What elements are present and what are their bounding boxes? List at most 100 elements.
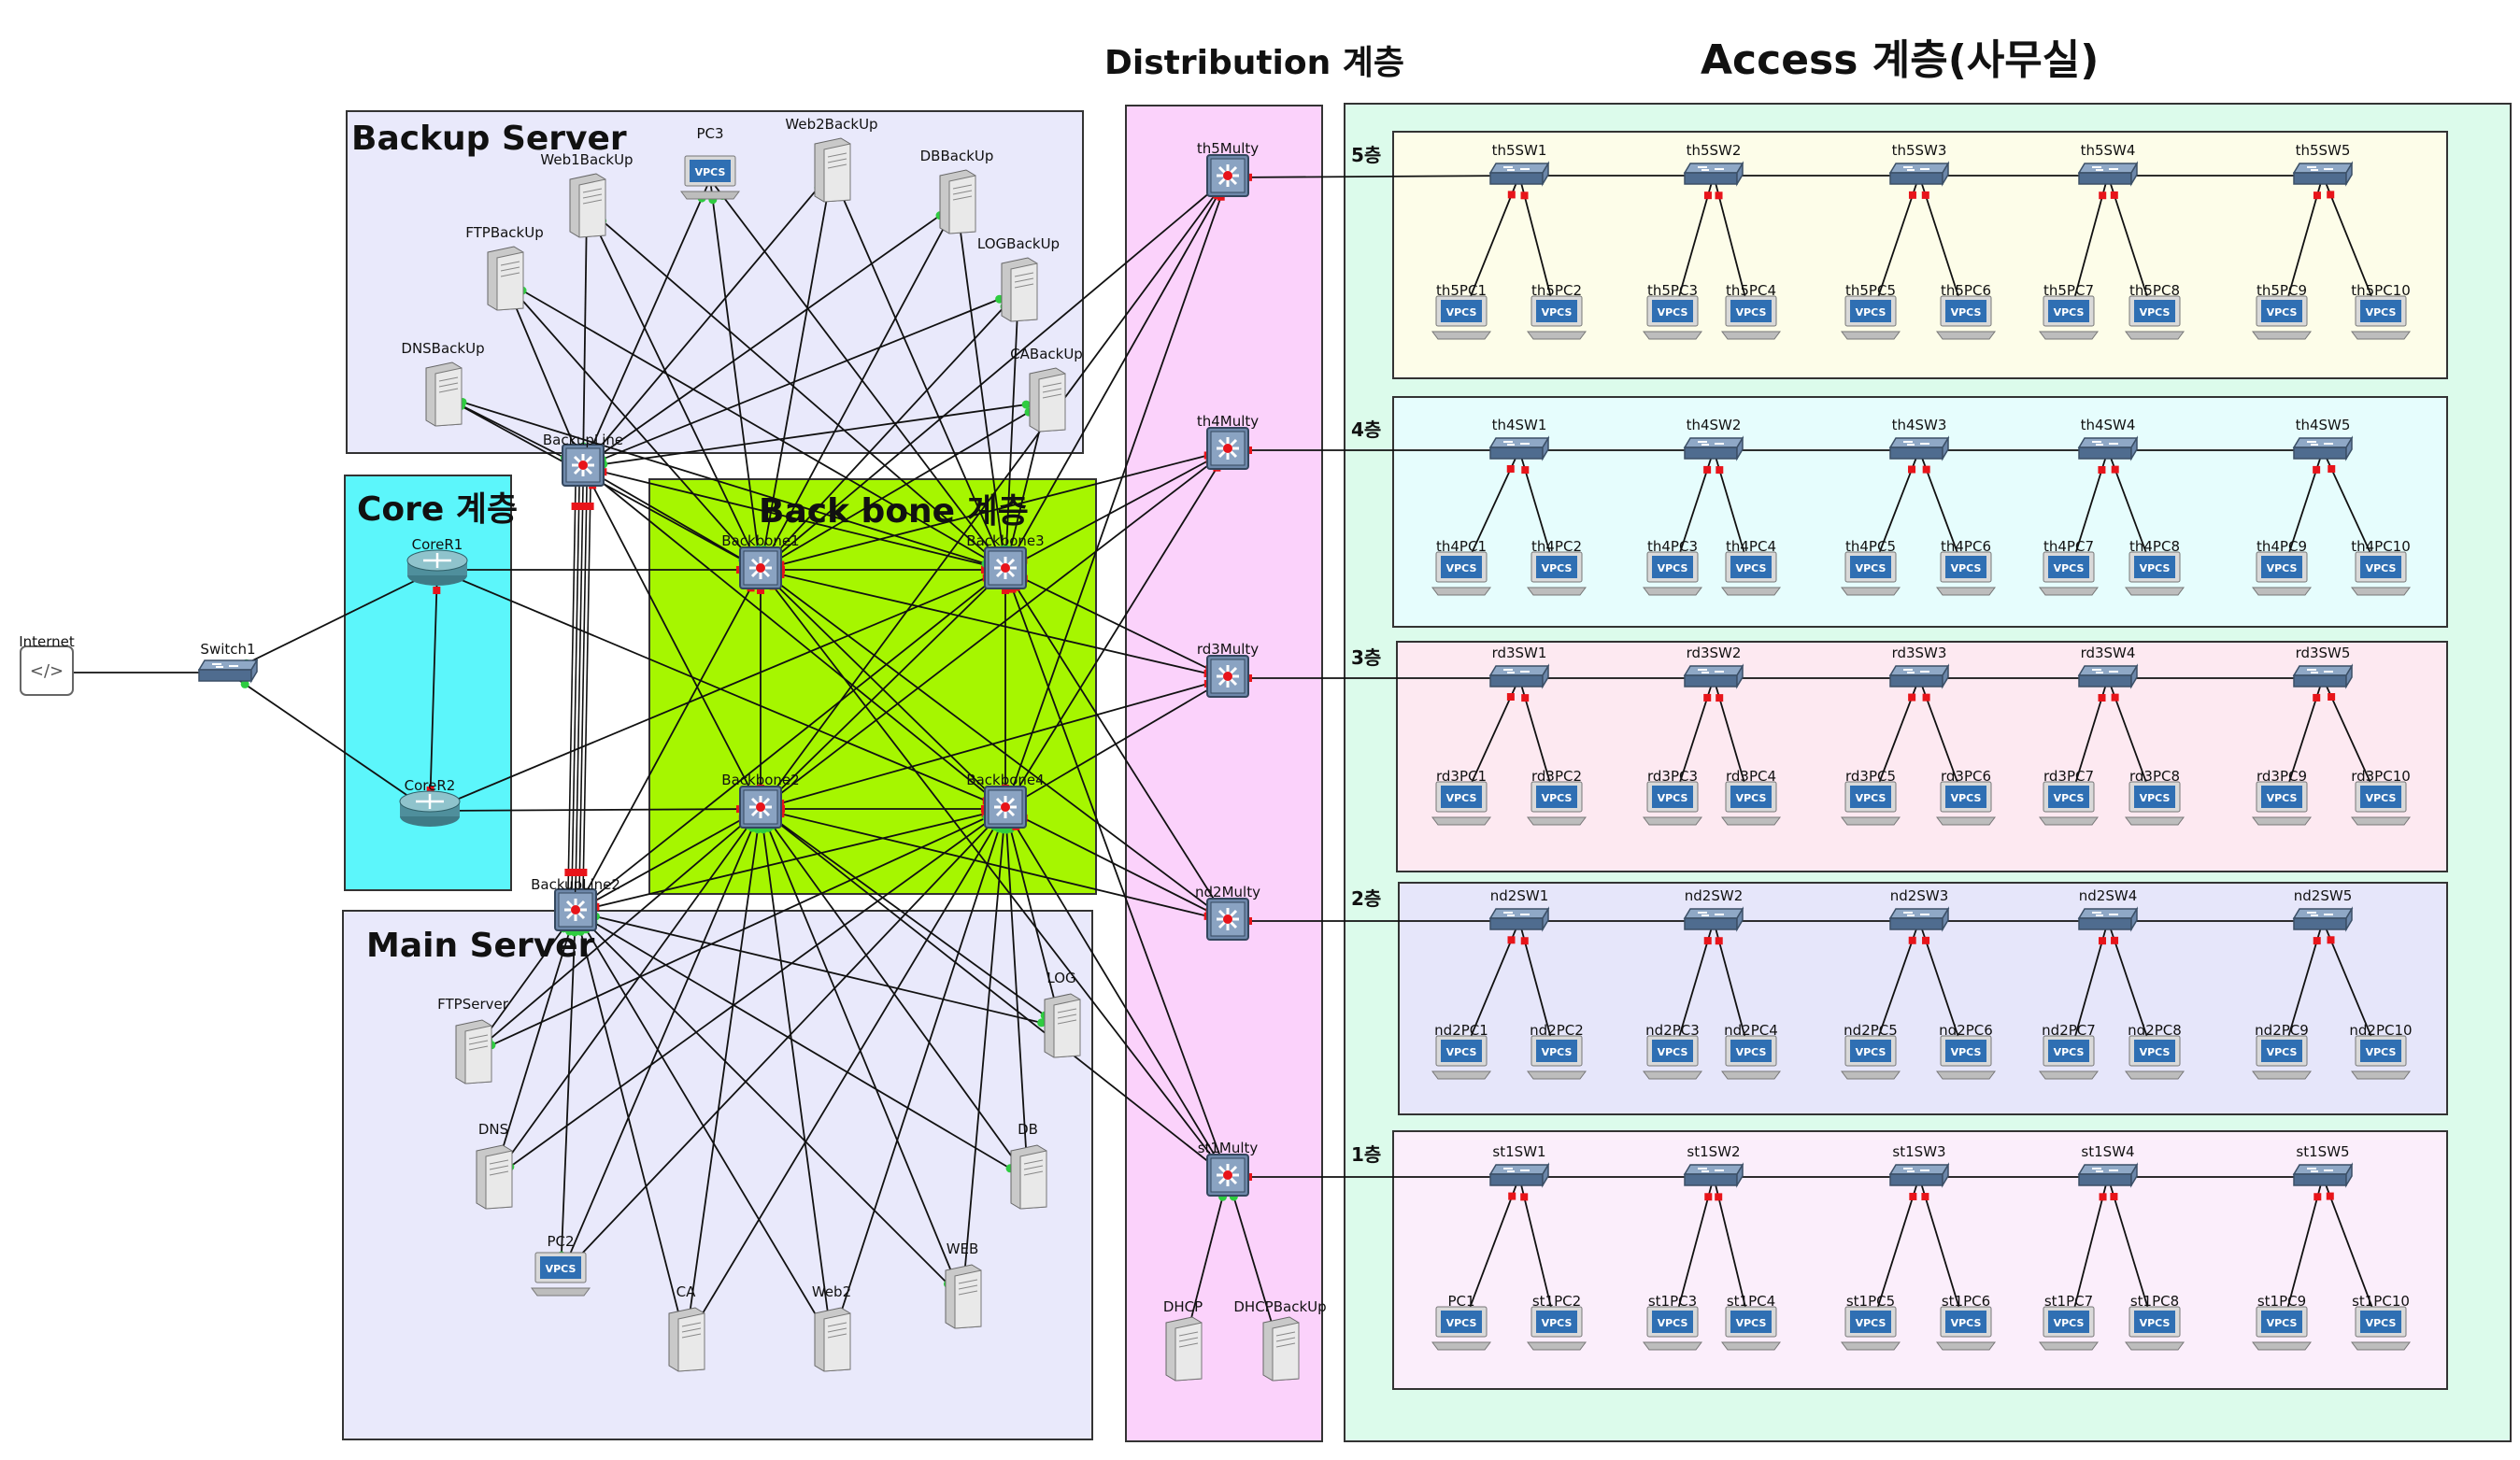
distribution-switch-1[interactable]: th5Multy — [1197, 140, 1259, 197]
access-switch[interactable]: th4SW4 — [2077, 417, 2139, 461]
access-switch[interactable]: st1SW3 — [1888, 1143, 1950, 1188]
access-switch[interactable]: th4SW5 — [2292, 417, 2354, 461]
dhcp-backup-server[interactable]: DHCPBackUp — [1233, 1298, 1327, 1382]
backup-server-5[interactable]: LOGBackUp — [977, 235, 1060, 322]
access-switch[interactable]: th5SW1 — [1488, 142, 1550, 187]
access-switch[interactable]: st1SW1 — [1488, 1143, 1550, 1188]
core-router-1[interactable]: CoreR1 — [406, 536, 468, 586]
backup-server-3[interactable]: Web2BackUp — [785, 116, 878, 203]
core-router-2[interactable]: CoreR2 — [399, 777, 461, 827]
access-switch[interactable]: rd3SW2 — [1683, 645, 1744, 689]
access-switch[interactable]: rd3SW1 — [1488, 645, 1550, 689]
access-switch[interactable]: nd2SW1 — [1488, 887, 1550, 932]
backup-server-8[interactable]: CABackUp — [1010, 346, 1083, 432]
access-switch[interactable]: th4SW1 — [1488, 417, 1550, 461]
access-switch[interactable]: th4SW2 — [1683, 417, 1744, 461]
access-switch[interactable]: st1SW2 — [1683, 1143, 1744, 1188]
main-server-8[interactable]: Web2 — [812, 1283, 851, 1372]
distribution-switch-4[interactable]: nd2Multy — [1195, 884, 1260, 941]
backbone-3[interactable]: Backbone3 — [966, 532, 1045, 589]
backbone-4[interactable]: Backbone4 — [966, 772, 1045, 829]
access-switch[interactable]: nd2SW5 — [2292, 887, 2354, 932]
access-switch[interactable]: th5SW2 — [1683, 142, 1744, 187]
access-switch[interactable]: nd2SW3 — [1888, 887, 1950, 932]
dhcp-server[interactable]: DHCP — [1163, 1298, 1203, 1382]
main-server-6[interactable]: WEB — [945, 1240, 982, 1329]
access-switch[interactable]: th5SW3 — [1888, 142, 1950, 187]
access-switch[interactable]: th4SW3 — [1888, 417, 1950, 461]
main-server-7[interactable]: CA — [668, 1283, 705, 1372]
backup-server-1[interactable]: Web1BackUp — [540, 151, 634, 238]
main-server-4[interactable]: DB — [1010, 1121, 1047, 1210]
access-switch[interactable]: nd2SW2 — [1683, 887, 1744, 932]
backbone-1[interactable]: Backbone1 — [721, 532, 800, 589]
backup-server-4[interactable]: DBBackUp — [920, 148, 993, 234]
backup-line[interactable]: BackupLine — [543, 432, 623, 487]
backbone-2[interactable]: Backbone2 — [721, 772, 800, 829]
access-switch[interactable]: rd3SW3 — [1888, 645, 1950, 689]
access-switch[interactable]: rd3SW4 — [2077, 645, 2139, 689]
main-server-3[interactable]: DNS — [476, 1121, 513, 1210]
access-switch[interactable]: th5SW4 — [2077, 142, 2139, 187]
access-switch[interactable]: st1SW5 — [2292, 1143, 2354, 1188]
access-switch[interactable]: st1SW4 — [2077, 1143, 2139, 1188]
distribution-switch-3[interactable]: rd3Multy — [1197, 641, 1259, 698]
access-switch[interactable]: th5SW5 — [2292, 142, 2354, 187]
backup-server-7[interactable]: DNSBackUp — [401, 340, 485, 427]
distribution-switch-2[interactable]: th4Multy — [1197, 413, 1259, 470]
backup-line-2[interactable]: BackupLine2 — [531, 876, 620, 931]
access-switch[interactable]: nd2SW4 — [2077, 887, 2139, 932]
main-server-1[interactable]: FTPServer — [437, 996, 508, 1084]
access-switch[interactable]: rd3SW5 — [2292, 645, 2354, 689]
distribution-switch-5[interactable]: st1Multy — [1198, 1140, 1258, 1197]
